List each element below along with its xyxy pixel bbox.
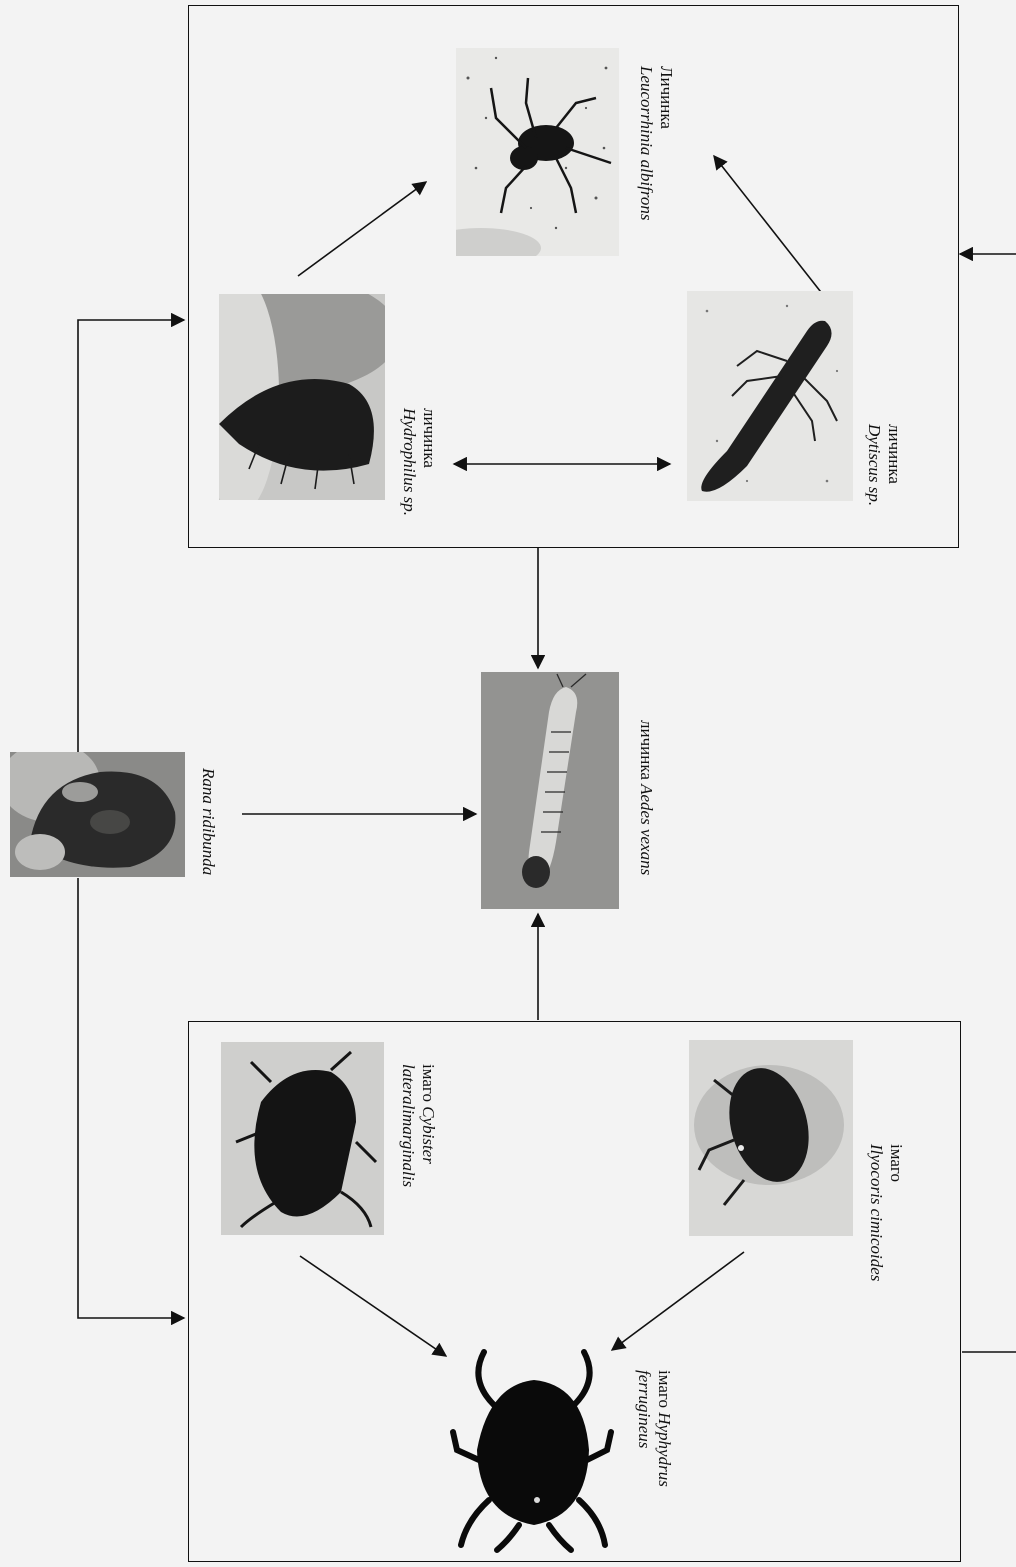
ilyocoris-bug-photo <box>689 1040 853 1236</box>
aedes-species: Aedes vexans <box>637 784 656 875</box>
hydrophilus-larva-photo <box>219 294 385 500</box>
cybister-line1: імаго Cybister <box>418 1064 438 1187</box>
dytiscus-label: личинка Dytiscus sp. <box>864 424 904 506</box>
aedes-larva-photo <box>481 672 619 909</box>
leucorrhinia-species: Leucorrhinia albifrons <box>636 66 656 220</box>
ilyocoris-species: Ilyocoris cimicoides <box>866 1144 886 1281</box>
aedes-label: личинка Aedes vexans <box>636 720 656 875</box>
arrow-rana-to-imago-box <box>78 878 184 1318</box>
arrow-rana-to-larvae-box <box>78 320 184 752</box>
hydrophilus-stage: личинка <box>419 408 439 516</box>
rana-label: Rana ridibunda <box>198 768 218 875</box>
rana-photo <box>10 752 185 877</box>
hyphydrus-genus: Hyphydrus <box>655 1412 674 1487</box>
dytiscus-species: Dytiscus sp. <box>864 424 884 506</box>
hyphydrus-label: імаго Hyphydrus ferrugineus <box>634 1370 674 1487</box>
leucorrhinia-larva-photo <box>456 48 619 256</box>
rana-species: Rana ridibunda <box>198 768 218 875</box>
cybister-label: імаго Cybister lateralimarginalis <box>398 1064 438 1187</box>
aedes-full-label: личинка Aedes vexans <box>636 720 656 875</box>
hyphydrus-line1: імаго Hyphydrus <box>654 1370 674 1487</box>
hyphydrus-beetle-silhouette <box>449 1340 614 1560</box>
dytiscus-larva-photo <box>687 291 853 501</box>
dytiscus-stage: личинка <box>884 424 904 506</box>
hyphydrus-species: ferrugineus <box>634 1370 654 1487</box>
hydrophilus-label: личинка Hydrophilus sp. <box>399 408 439 516</box>
hyphydrus-stage: імаго <box>655 1370 674 1412</box>
aedes-stage: личинка <box>637 720 656 784</box>
leucorrhinia-stage: Личинка <box>656 66 676 220</box>
ilyocoris-label: імаго Ilyocoris cimicoides <box>866 1144 906 1281</box>
arrow-imago-box-to-larvae-box <box>960 254 1016 1352</box>
cybister-stage: імаго <box>419 1064 438 1106</box>
cybister-species: lateralimarginalis <box>398 1064 418 1187</box>
cybister-genus: Cybister <box>419 1106 438 1164</box>
cybister-beetle-photo <box>221 1042 384 1235</box>
ilyocoris-stage: імаго <box>886 1144 906 1281</box>
hydrophilus-species: Hydrophilus sp. <box>399 408 419 516</box>
leucorrhinia-label: Личинка Leucorrhinia albifrons <box>636 66 676 220</box>
